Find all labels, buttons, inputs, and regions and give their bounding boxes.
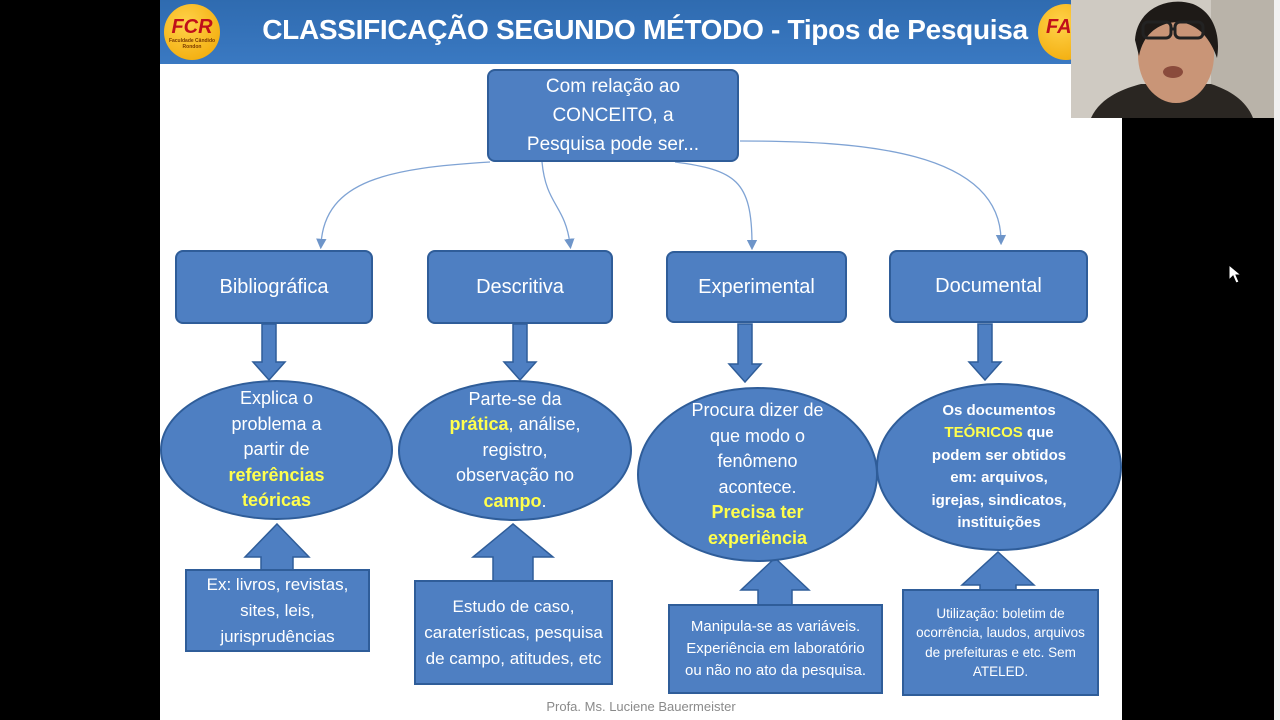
example-box-descritiva: Estudo de caso, caraterísticas, pesquisa… [414, 580, 613, 685]
root-concept-box: Com relação ao CONCEITO, a Pesquisa pode… [487, 69, 739, 162]
definition-ellipse-documental: Os documentos TEÓRICOS que podem ser obt… [876, 383, 1122, 551]
type-box-descritiva: Descritiva [427, 250, 613, 324]
connector-line [739, 140, 1007, 246]
slide-title: CLASSIFICAÇÃO SEGUNDO MÉTODO - Tipos de … [262, 14, 1028, 45]
up-arrow [739, 556, 811, 607]
down-arrow [967, 323, 1003, 382]
highlight-text: Precisa ter [711, 502, 804, 522]
definition-ellipse-descritiva: Parte-se da prática, análise, registro, … [398, 380, 632, 521]
slide-footer: Profa. Ms. Luciene Bauermeister [546, 699, 736, 714]
down-arrow [502, 323, 538, 382]
fcr-logo: FCR Faculdade Cândido Rondon [164, 4, 220, 60]
highlight-text: referências [228, 464, 325, 485]
webcam-video [1071, 0, 1274, 118]
connector-line [316, 161, 491, 250]
presenter-image [1071, 0, 1274, 118]
up-arrow [960, 550, 1036, 591]
diagram-connectors [243, 140, 1036, 607]
highlight-text: TEÓRICOS [944, 424, 1023, 441]
example-box-bibliografica: Ex: livros, revistas, sites, leis, juris… [185, 569, 370, 652]
example-box-documental: Utilização: boletim de ocorrência, laudo… [902, 589, 1099, 696]
root-line: Pesquisa pode ser... [526, 134, 700, 155]
root-line: Com relação ao [545, 76, 681, 97]
connector-line [541, 161, 575, 250]
down-arrow [251, 323, 287, 382]
type-box-bibliografica: Bibliográfica [175, 250, 373, 324]
example-box-experimental: Manipula-se as variáveis. Experiência em… [668, 604, 883, 694]
highlight-text: teóricas [241, 490, 312, 511]
screen-edge [1274, 0, 1280, 720]
root-line: CONCEITO, a [552, 105, 674, 126]
up-arrow [470, 523, 556, 582]
type-box-documental: Documental [889, 250, 1088, 323]
connector-line [674, 161, 758, 251]
mouse-cursor-icon [1228, 264, 1242, 284]
presentation-slide: FCR Faculdade Cândido Rondon CLASSIFICAÇ… [160, 0, 1122, 720]
highlight-text: experiência [707, 527, 808, 548]
down-arrow [727, 323, 763, 384]
up-arrow [243, 522, 311, 571]
definition-ellipse-experimental: Procura dizer de que modo o fenômeno aco… [637, 387, 878, 562]
definition-ellipse-bibliografica: Explica o problema a partir de referênci… [160, 380, 393, 520]
highlight-text: campo [483, 490, 542, 511]
type-box-experimental: Experimental [666, 251, 847, 323]
highlight-text: prática [449, 414, 509, 435]
